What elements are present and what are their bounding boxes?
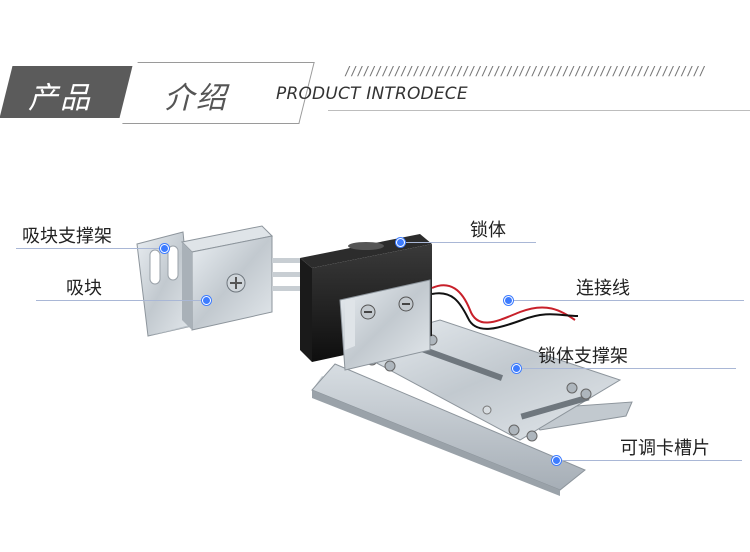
header-divider: [328, 110, 750, 111]
leader-magnet-bracket: [16, 248, 164, 249]
connection-wire-shape: [431, 284, 579, 330]
label-wire: 连接线: [576, 278, 630, 299]
section-subtitle: PRODUCT INTRODECE: [276, 84, 468, 104]
label-lock-body: 锁体: [470, 220, 506, 241]
label-slot-plate: 可调卡槽片: [620, 438, 710, 459]
tag-dark-label: 产品: [28, 81, 92, 116]
magnet-block-shape: [180, 225, 300, 331]
dot-magnet: [202, 296, 211, 305]
label-lock-bracket: 锁体支撑架: [538, 346, 628, 367]
leader-slot-plate: [556, 460, 742, 461]
dot-slot-plate: [552, 456, 561, 465]
section-header: 产品 介绍 //////////////////////////////////…: [0, 0, 750, 140]
lock-body-shape: [300, 234, 432, 371]
leader-lock-body: [400, 242, 536, 243]
leader-wire: [508, 300, 744, 301]
leader-magnet: [36, 300, 206, 301]
label-magnet: 吸块: [66, 278, 102, 299]
dot-wire: [504, 296, 513, 305]
label-magnet-bracket: 吸块支撑架: [22, 226, 112, 247]
dot-magnet-bracket: [160, 244, 169, 253]
decorative-slashes: ////////////////////////////////////////…: [344, 64, 706, 78]
product-illustration: [136, 225, 633, 496]
tag-light-label: 介绍: [164, 81, 228, 116]
dot-lock-bracket: [512, 364, 521, 373]
dot-lock-body: [396, 238, 405, 247]
leader-lock-bracket: [516, 368, 736, 369]
